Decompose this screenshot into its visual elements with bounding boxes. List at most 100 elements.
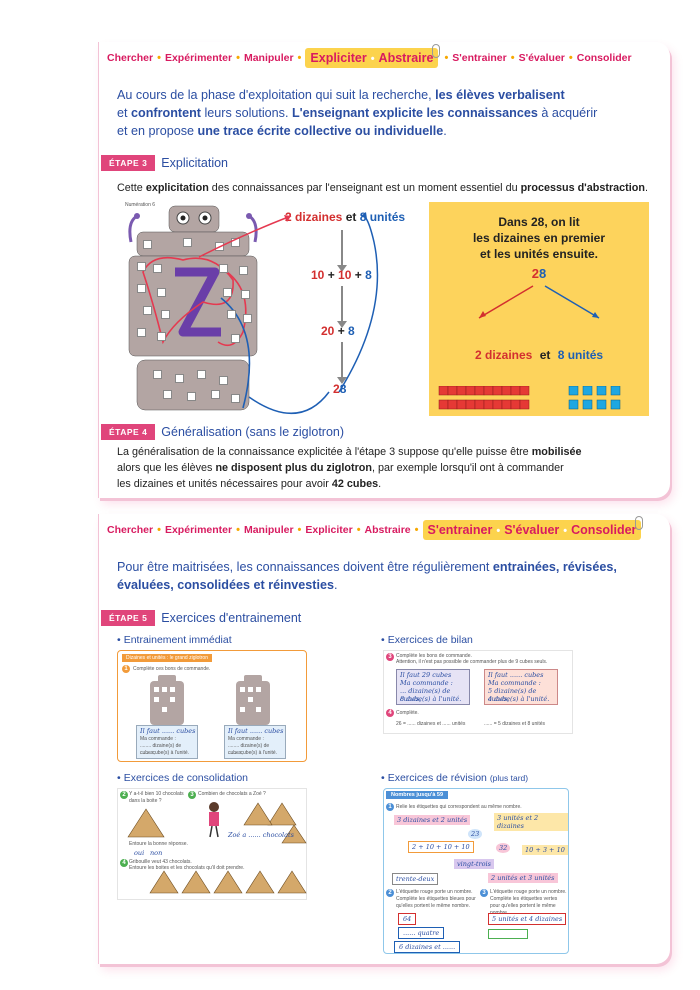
nav-item-sentrainer[interactable]: S'entrainer bbox=[452, 52, 507, 64]
nav-item-manipuler[interactable]: Manipuler bbox=[243, 524, 294, 536]
etape-tag: ÉTAPE 4 bbox=[101, 424, 156, 440]
arrow-down-icon bbox=[337, 342, 347, 384]
calc-line-4: 28 bbox=[333, 382, 347, 396]
label-chip: ...... quatre bbox=[398, 927, 445, 939]
nav-item-sevaluer: S'évaluer bbox=[504, 523, 560, 537]
nav-item-abstraire: Abstraire bbox=[378, 51, 434, 65]
nav-item-chercher[interactable]: Chercher bbox=[107, 52, 154, 64]
zoe-answer: Zoé a ...... chocolats bbox=[228, 831, 294, 839]
card-explicitation: Chercher• Expérimenter• Manipuler• Expli… bbox=[98, 42, 670, 498]
nav-item-chercher[interactable]: Chercher bbox=[107, 524, 154, 536]
exercise-instruction: Entoure la bonne réponse. bbox=[129, 841, 188, 847]
mini-robots bbox=[150, 675, 270, 725]
etape-5-heading: ÉTAPE 5 Exercices d'entrainement bbox=[101, 610, 301, 626]
exercise-question: Relie les étiquettes qui correspondent a… bbox=[396, 804, 522, 810]
nav-item-experimenter[interactable]: Expérimenter bbox=[164, 524, 233, 536]
exercise-question: Combien de chocolats a Zoé ? bbox=[198, 791, 266, 797]
empty-label[interactable] bbox=[488, 929, 528, 939]
exercise-question: Gribouille veut 43 chocolats. bbox=[129, 859, 192, 865]
etape-title: Explicitation bbox=[161, 156, 228, 170]
chocolate-boxes bbox=[127, 802, 307, 894]
exercise-question: Attention, il n'est pas possible de comm… bbox=[396, 659, 548, 665]
order-form: Il faut ...... cubes Ma commande : .....… bbox=[224, 725, 286, 759]
arrow-down-icon bbox=[337, 286, 347, 328]
intro-text: Au cours de la phase d'exploitation qui … bbox=[117, 88, 598, 138]
ziglotron-illustration: Numération 6 bbox=[123, 202, 263, 412]
etape-title: Exercices d'entrainement bbox=[161, 611, 302, 625]
rule-line-2: les dizaines en premier bbox=[472, 231, 606, 245]
ziglotron-robot bbox=[128, 205, 258, 411]
nav-item-sentrainer: S'entrainer bbox=[427, 523, 493, 537]
calc-line-3: 20 + 8 bbox=[321, 324, 355, 338]
calc-line-1: 2 dizaines et 8 unités bbox=[285, 210, 406, 224]
thumb-bilan: 3 Complète les bons de commande. Attenti… bbox=[383, 650, 573, 734]
exercise-question: Complète les bons de commande. bbox=[396, 653, 472, 659]
rule-line-1: Dans 28, on lit bbox=[498, 215, 580, 229]
exercise-instruction: Entoure les boites et les chocolats qu'i… bbox=[129, 865, 245, 871]
section-entrainement-immediat: •Entrainement immédiat bbox=[117, 634, 232, 646]
split-arrows bbox=[478, 285, 600, 319]
label-chip: 23 bbox=[468, 829, 483, 839]
nav-item-consolider: Consolider bbox=[571, 523, 637, 537]
label-chip: 2 unités et 3 unités bbox=[488, 873, 558, 883]
calc-line-2: 10 + 10 + 8 bbox=[311, 268, 372, 282]
order-form: Il faut ...... cubes Ma commande : .....… bbox=[136, 725, 198, 759]
exercise-question: Y a-t-il bien 10 chocolats dans la boite… bbox=[129, 791, 184, 804]
thumb-revision: Nombres jusqu'à 59 1 Relie les étiquette… bbox=[383, 788, 569, 954]
ten-rods-and-cubes bbox=[438, 386, 621, 410]
label-chip: 6 dizaines et ...... bbox=[394, 941, 461, 953]
exercise-question: Complète ces bons de commande. bbox=[133, 666, 211, 672]
nav-item-sevaluer[interactable]: S'évaluer bbox=[518, 52, 565, 64]
rule-split: 2 dizaines et 8 unités bbox=[475, 348, 604, 362]
label-chip: 64 bbox=[398, 913, 417, 925]
thumb-entrainement-immediat: Dizaines et unités : le grand ziglotron … bbox=[117, 650, 307, 762]
etape-3-text: Cette explicitation des connaissances pa… bbox=[117, 182, 648, 194]
arrow-down-icon bbox=[337, 230, 347, 272]
thumb-consolidation: 2 Y a-t-il bien 10 chocolats dans la boi… bbox=[117, 788, 307, 900]
exercise-header: Dizaines et unités : le grand ziglotron bbox=[122, 654, 212, 662]
etape-title: Généralisation (sans le ziglotron) bbox=[161, 425, 345, 439]
nav-item-consolider[interactable]: Consolider bbox=[576, 52, 632, 64]
order-form: Il faut 29 cubes Ma commande : ... dizai… bbox=[396, 669, 470, 705]
phase-nav: Chercher• Expérimenter• Manipuler• Expli… bbox=[107, 516, 644, 540]
intro-text: Pour être maitrisées, les connaissances … bbox=[117, 560, 617, 592]
nav-highlight[interactable]: S'entrainer•S'évaluer•Consolider bbox=[422, 520, 642, 540]
etape-tag: ÉTAPE 5 bbox=[101, 610, 156, 626]
phase-nav: Chercher• Expérimenter• Manipuler• Expli… bbox=[107, 44, 632, 68]
rule-number: 28 bbox=[531, 266, 547, 281]
label-chip: 2 + 10 + 10 + 10 bbox=[408, 841, 474, 853]
section-revision: •Exercices de révision (plus tard) bbox=[381, 772, 529, 784]
etape-tag: ÉTAPE 3 bbox=[101, 155, 156, 171]
label-chip: 32 bbox=[496, 843, 511, 853]
robot-label: Numération 6 bbox=[125, 202, 156, 208]
rule-line-3: et les unités ensuite. bbox=[479, 247, 599, 261]
label-chip: 3 unités et 2 dizaines bbox=[494, 813, 568, 831]
label-chip: vingt-trois bbox=[454, 859, 494, 869]
nav-item-expliciter: Expliciter bbox=[310, 51, 367, 65]
nav-item-experimenter[interactable]: Expérimenter bbox=[164, 52, 233, 64]
reading-rule-box: Dans 28, on lit les dizaines en premier … bbox=[429, 202, 649, 416]
nav-item-manipuler[interactable]: Manipuler bbox=[243, 52, 294, 64]
nav-item-expliciter[interactable]: Expliciter bbox=[305, 524, 353, 536]
answer-oui[interactable]: oui bbox=[134, 849, 145, 857]
answer-non[interactable]: non bbox=[150, 849, 163, 857]
label-chip: 10 + 3 + 10 bbox=[522, 845, 568, 855]
exercise-question: L'étiquette rouge porte un nombre. Compl… bbox=[396, 889, 476, 909]
exercise-question: Complète. bbox=[396, 710, 419, 716]
label-chip: trente-deux bbox=[392, 873, 439, 885]
order-form: Il faut ...... cubes Ma commande : 5 diz… bbox=[484, 669, 558, 705]
paperclip-icon bbox=[432, 44, 441, 58]
paperclip-icon bbox=[635, 516, 644, 530]
etape-4-text: La généralisation de la connaissance exp… bbox=[117, 446, 582, 490]
section-consolidation: •Exercices de consolidation bbox=[117, 772, 249, 784]
exercise-equation: ...... = 5 dizaines et 8 unités bbox=[484, 721, 546, 727]
label-chip: 3 dizaines et 2 unités bbox=[394, 815, 471, 825]
exercise-equation: 26 = ...... dizaines et ...... unités bbox=[396, 721, 466, 727]
nav-item-abstraire[interactable]: Abstraire bbox=[364, 524, 411, 536]
label-chip: 5 unités et 4 dizaines bbox=[488, 913, 567, 925]
nav-highlight[interactable]: Expliciter•Abstraire bbox=[305, 48, 439, 68]
card-entrainement: Chercher• Expérimenter• Manipuler• Expli… bbox=[98, 514, 670, 964]
exercise-header: Nombres jusqu'à 59 bbox=[386, 791, 449, 799]
etape-4-heading: ÉTAPE 4 Généralisation (sans le ziglotro… bbox=[101, 424, 344, 440]
section-bilan: •Exercices de bilan bbox=[381, 634, 473, 646]
